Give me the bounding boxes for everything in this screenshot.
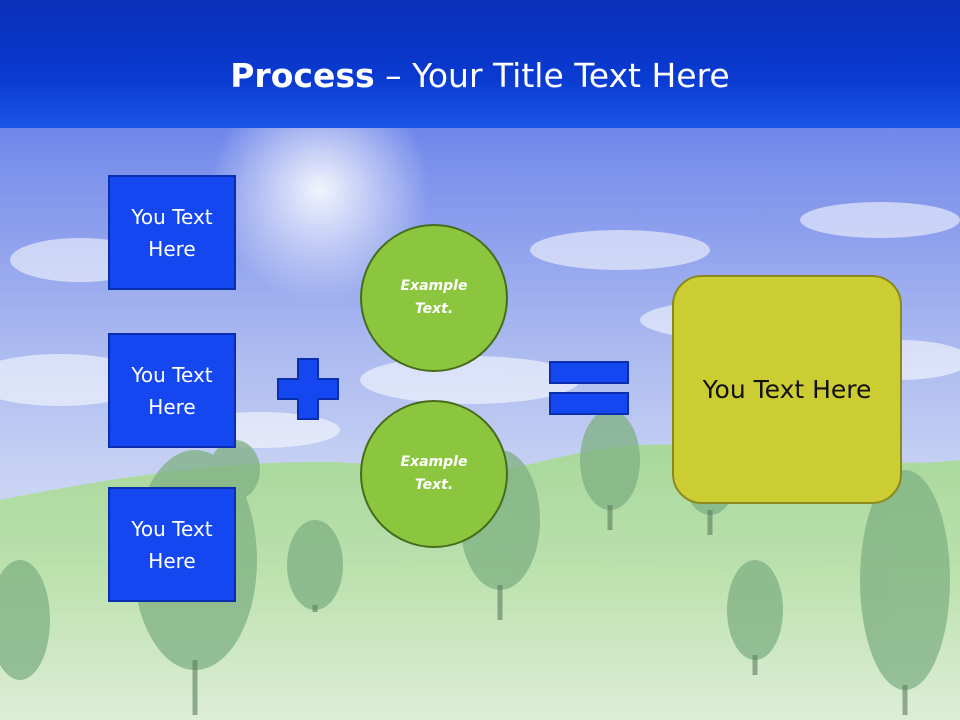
- input-box-3: You Text Here: [108, 487, 236, 602]
- input-box-2: You Text Here: [108, 333, 236, 448]
- example-circle-1-label: Example Text.: [400, 278, 468, 317]
- title-rest: – Your Title Text Here: [374, 56, 730, 95]
- input-box-3-label: You Text Here: [131, 516, 213, 573]
- example-circle-2: Example Text.: [360, 400, 508, 548]
- example-circle-2-label: Example Text.: [400, 454, 468, 493]
- input-box-1-label: You Text Here: [131, 204, 213, 261]
- title-bold: Process: [230, 56, 375, 95]
- title-band: [0, 0, 960, 128]
- input-box-2-label: You Text Here: [131, 362, 213, 419]
- result-box: You Text Here: [672, 275, 902, 504]
- slide-title: Process – Your Title Text Here: [0, 54, 960, 98]
- plus-icon: [277, 358, 339, 420]
- result-box-label: You Text Here: [702, 375, 872, 404]
- input-box-1: You Text Here: [108, 175, 236, 290]
- equals-icon: [549, 361, 629, 415]
- example-circle-1: Example Text.: [360, 224, 508, 372]
